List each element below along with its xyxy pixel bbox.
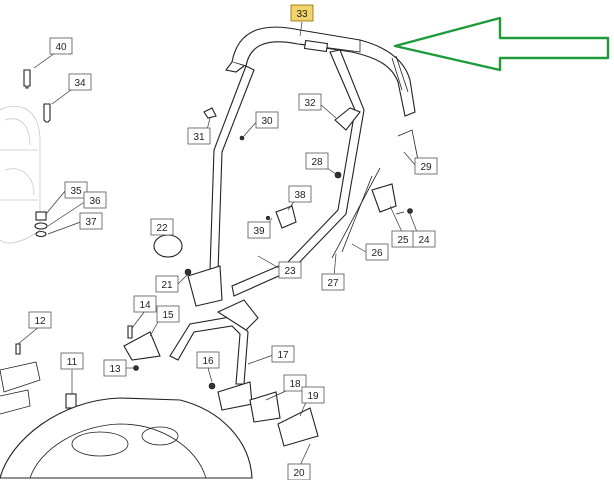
callout-34: 34	[68, 73, 92, 91]
callout-13: 13	[103, 359, 127, 377]
callout-22-text: 22	[156, 223, 168, 234]
callout-19-text: 19	[307, 391, 319, 402]
callout-39: 39	[247, 221, 271, 239]
callout-26-text: 26	[371, 248, 383, 259]
part-39-bolt	[265, 215, 271, 221]
green-arrow	[393, 16, 610, 72]
callout-35: 35	[64, 181, 88, 199]
callout-15: 15	[156, 305, 180, 323]
callout-11: 11	[60, 352, 84, 370]
part-stack-35-37	[34, 211, 48, 238]
callout-37: 37	[79, 212, 103, 230]
callout-21-text: 21	[161, 280, 173, 291]
callout-12-text: 12	[34, 316, 46, 327]
part-12-bolt	[15, 343, 21, 355]
callout-25: 25	[391, 230, 415, 248]
callout-34-text: 34	[74, 78, 86, 89]
callout-25-text: 25	[397, 235, 409, 246]
handle-clip	[334, 107, 361, 131]
callout-24-text: 24	[418, 235, 430, 246]
callout-29-text: 29	[420, 162, 432, 173]
callout-23: 23	[278, 261, 302, 279]
part-28-nut	[334, 171, 342, 179]
callout-11-text: 11	[67, 357, 78, 368]
part-31-clip	[203, 107, 217, 119]
part-38-bracket	[275, 205, 297, 229]
part-30-knob	[239, 135, 245, 141]
callout-15-text: 15	[162, 310, 174, 321]
callout-36: 36	[83, 191, 107, 209]
callout-36-text: 36	[89, 196, 101, 207]
callout-29: 29	[414, 157, 438, 175]
part-16-nut	[208, 382, 216, 390]
callout-28: 28	[305, 152, 329, 170]
callout-13-text: 13	[109, 364, 121, 375]
mower-deck	[0, 361, 253, 479]
callout-17-text: 17	[277, 350, 289, 361]
callout-30: 30	[255, 111, 279, 129]
callout-18-text: 18	[289, 379, 301, 390]
callout-14-text: 14	[139, 300, 151, 311]
callout-28-text: 28	[311, 157, 323, 168]
callout-32: 32	[298, 93, 322, 111]
callout-16-text: 16	[202, 356, 214, 367]
handle-base-plate	[187, 265, 223, 307]
callout-40-text: 40	[55, 42, 67, 53]
callout-14: 14	[133, 295, 157, 313]
callout-12: 12	[28, 311, 52, 329]
callout-38: 38	[288, 185, 312, 203]
callout-19: 19	[301, 386, 325, 404]
part-21-nut	[184, 268, 192, 276]
part-22-cap	[153, 234, 183, 258]
callout-20-text: 20	[293, 468, 305, 479]
callout-31-text: 31	[193, 132, 205, 143]
lower-handle-frame	[123, 299, 319, 447]
callout-35-text: 35	[70, 186, 82, 197]
engine-ghost-outline	[0, 105, 41, 244]
callout-21: 21	[155, 275, 179, 293]
part-14-bolt	[127, 325, 133, 339]
callout-23-text: 23	[284, 266, 296, 277]
callout-32-text: 32	[304, 98, 316, 109]
callout-30-text: 30	[261, 116, 273, 127]
part-34-bolt	[43, 103, 51, 123]
handle-left-rod	[209, 65, 255, 273]
callout-20: 20	[287, 463, 311, 480]
callout-27-text: 27	[327, 278, 339, 289]
callout-22: 22	[150, 218, 174, 236]
callout-26: 26	[365, 243, 389, 261]
handle-right-rod	[231, 49, 365, 297]
callout-17: 17	[271, 345, 295, 363]
callout-16: 16	[196, 351, 220, 369]
callout-24: 24	[412, 230, 436, 248]
callout-18: 18	[283, 374, 307, 392]
callout-27: 27	[321, 273, 345, 291]
callout-37-text: 37	[85, 217, 97, 228]
callout-39-text: 39	[253, 226, 265, 237]
callout-31: 31	[187, 127, 211, 145]
control-cable-group	[331, 129, 421, 259]
part-11-spacer	[65, 393, 77, 409]
callout-33: 33	[290, 4, 314, 22]
part-40-bolt	[23, 69, 31, 89]
upper-handle	[225, 26, 416, 117]
callout-38-text: 38	[294, 190, 306, 201]
callout-40: 40	[49, 37, 73, 55]
callout-33-text: 33	[296, 9, 308, 20]
